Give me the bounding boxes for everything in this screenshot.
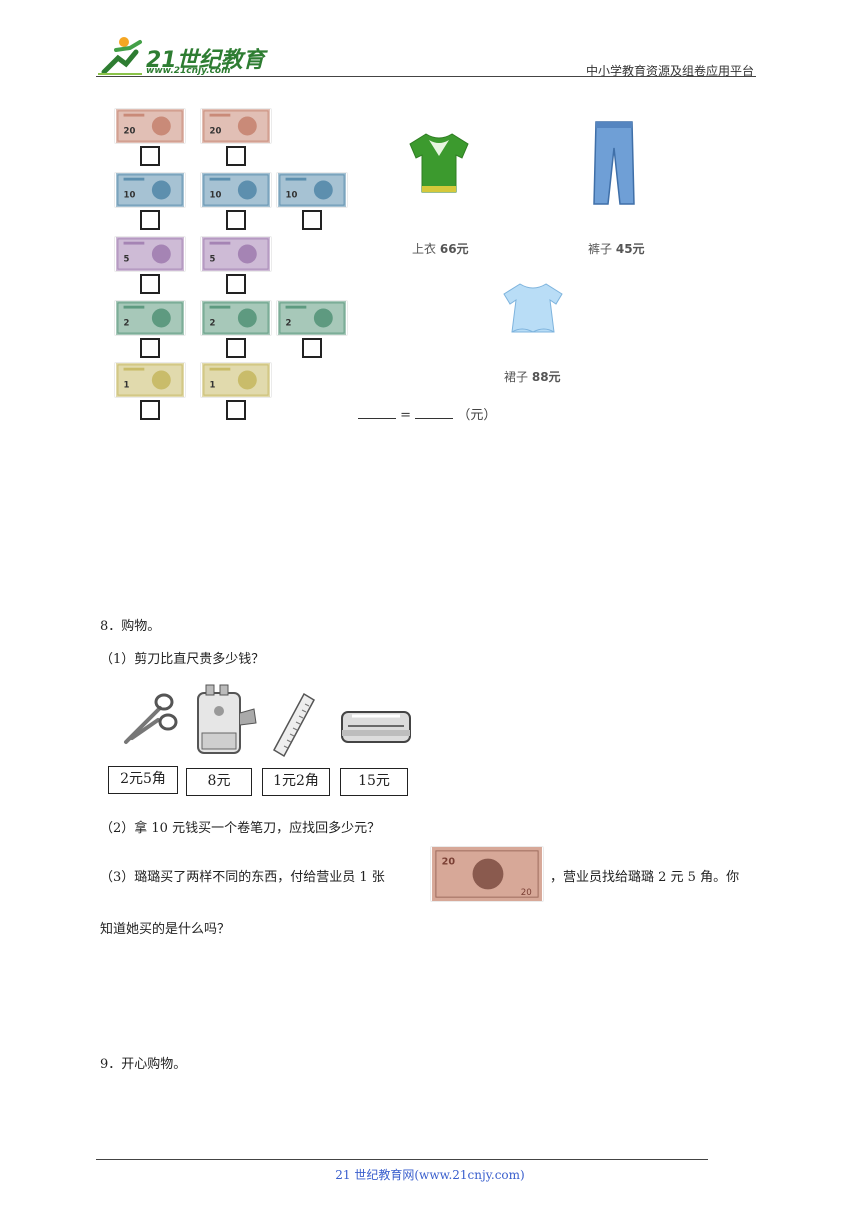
banknote-checkbox[interactable] <box>140 146 160 166</box>
logo-url: www.21cnjy.com <box>146 66 231 76</box>
header-tagline: 中小学教育资源及组卷应用平台 <box>585 64 754 78</box>
pencil-case-price: 15元 <box>340 768 408 796</box>
q9-title: 9．开心购物。 <box>100 1057 187 1072</box>
banknote-10-yuan-icon: 10 <box>114 172 186 208</box>
svg-text:10: 10 <box>124 191 136 201</box>
banknote-checkbox[interactable] <box>226 146 246 166</box>
pencil-sharpener-icon <box>197 684 257 754</box>
svg-text:2: 2 <box>286 319 292 329</box>
banknote-2-yuan-icon: 2 <box>114 300 186 336</box>
svg-text:20: 20 <box>521 888 532 898</box>
banknote-checkbox[interactable] <box>226 400 246 420</box>
runner-logo-icon <box>98 37 142 75</box>
blue-jeans-icon <box>593 121 635 205</box>
ruler-price: 1元2角 <box>262 768 330 796</box>
banknote-checkbox[interactable] <box>226 274 246 294</box>
svg-text:20: 20 <box>124 127 136 137</box>
pants-label: 裤子 45元 <box>588 242 645 256</box>
svg-text:2: 2 <box>124 319 130 329</box>
banknote-1-yuan-icon: 1 <box>200 362 272 398</box>
green-tshirt-icon <box>409 133 469 193</box>
shirt-label: 上衣 66元 <box>412 242 469 256</box>
q8-sub2: （2）拿 10 元钱买一个卷笔刀，应找回多少元？ <box>100 821 381 836</box>
banknote-2-yuan-icon: 2 <box>200 300 272 336</box>
banknote-10-yuan-icon: 10 <box>276 172 348 208</box>
answer-blank-2[interactable] <box>415 407 454 419</box>
svg-text:10: 10 <box>210 191 222 201</box>
q8-sub3-part2: ，营业员找给璐璐 2 元 5 角。你 <box>550 870 740 885</box>
banknote-checkbox[interactable] <box>226 338 246 358</box>
banknote-checkbox[interactable] <box>140 400 160 420</box>
svg-text:10: 10 <box>286 191 298 201</box>
blue-dress-icon <box>503 283 563 333</box>
logo-text: 21世纪教育 <box>146 48 265 73</box>
q8-sub3-part3: 知道她买的是什么吗？ <box>100 922 231 937</box>
svg-text:1: 1 <box>210 381 216 391</box>
svg-text:20: 20 <box>442 856 456 867</box>
banknote-5-yuan-icon: 5 <box>114 236 186 272</box>
footer-divider <box>96 1159 708 1160</box>
q8-title: 8．购物。 <box>100 619 161 634</box>
ruler-icon <box>273 692 315 758</box>
banknote-checkbox[interactable] <box>140 338 160 358</box>
banknote-10-yuan-icon: 10 <box>200 172 272 208</box>
banknote-2-yuan-icon: 2 <box>276 300 348 336</box>
banknote-checkbox[interactable] <box>226 210 246 230</box>
banknote-checkbox[interactable] <box>302 210 322 230</box>
banknote-20-yuan-icon: 20 <box>200 108 272 144</box>
header-divider <box>96 76 756 77</box>
banknote-checkbox[interactable] <box>140 274 160 294</box>
svg-text:20: 20 <box>210 127 222 137</box>
scissors-icon <box>124 693 178 744</box>
banknote-checkbox[interactable] <box>302 338 322 358</box>
q8-sub3-part1: （3）璐璐买了两样不同的东西，付给营业员 1 张 <box>100 870 385 885</box>
pencil-case-icon <box>341 711 411 743</box>
banknote-1-yuan-icon: 1 <box>114 362 186 398</box>
scissors-price: 2元5角 <box>108 766 178 794</box>
footer-text: 21 世纪教育网(www.21cnjy.com) <box>335 1168 525 1182</box>
answer-equation: = （元） <box>358 404 496 423</box>
svg-text:2: 2 <box>210 319 216 329</box>
q8-sub1: （1）剪刀比直尺贵多少钱？ <box>100 652 265 667</box>
banknote-5-yuan-icon: 5 <box>200 236 272 272</box>
sharpener-price: 8元 <box>186 768 252 796</box>
banknote-checkbox[interactable] <box>140 210 160 230</box>
twenty-yuan-note-icon: 20 20 <box>430 846 544 902</box>
banknote-20-yuan-icon: 20 <box>114 108 186 144</box>
svg-text:5: 5 <box>124 255 130 265</box>
dress-label: 裙子 88元 <box>504 370 561 384</box>
svg-text:1: 1 <box>124 381 130 391</box>
answer-blank-1[interactable] <box>358 407 396 419</box>
svg-text:5: 5 <box>210 255 216 265</box>
